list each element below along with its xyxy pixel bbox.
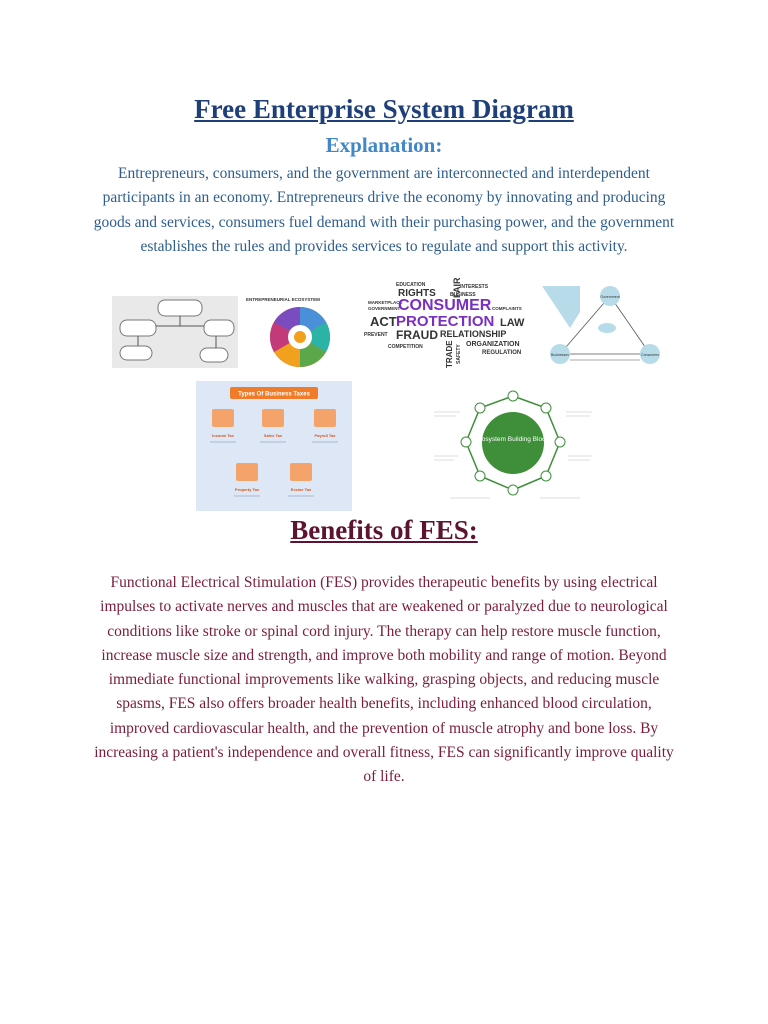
word-relationship: RELATIONSHIP — [440, 329, 506, 339]
business-taxes-image: Types Of Business Taxes Income Tax Sales… — [196, 381, 352, 511]
business-taxes-graphic: Types Of Business Taxes Income Tax Sales… — [210, 387, 338, 497]
ecosystem-building-blocks-graphic: Ecosystem Building Blocks — [434, 390, 592, 499]
word-cloud-image: EDUCATION INTERESTS RIGHTS BUSINESS MARK… — [360, 268, 532, 370]
tax-excise: Excise Tax — [291, 487, 312, 492]
tax-property: Property Tax — [235, 487, 260, 492]
tax-income: Income Tax — [212, 433, 234, 438]
word-act: ACT — [370, 314, 397, 329]
flowchart-graphic — [119, 299, 235, 363]
word-interests: INTERESTS — [460, 284, 489, 290]
word-business: BUSINESS — [450, 292, 476, 298]
word-consumer: CONSUMER — [398, 297, 492, 314]
benefits-heading: Benefits of FES: — [290, 515, 478, 545]
word-protection: PROTECTION — [396, 313, 494, 330]
triangle-label-consumers: Consumers — [641, 353, 659, 357]
triangle-label-government: Government — [600, 295, 619, 299]
ecosystem-wheel-image: ENTREPRENEURIAL ECOSYSTEM — [240, 292, 340, 370]
tax-payroll: Payroll Tax — [314, 433, 336, 438]
ecosystem-center-label: Ecosystem Building Blocks — [474, 436, 552, 443]
word-fair: FAIR — [452, 277, 462, 298]
tax-sales: Sales Tax — [264, 433, 283, 438]
taxes-title: Types Of Business Taxes — [238, 392, 310, 398]
ecosystem-caption: ENTREPRENEURIAL ECOSYSTEM — [246, 297, 320, 302]
ecosystem-wheel-graphic: ENTREPRENEURIAL ECOSYSTEM — [246, 297, 331, 367]
page-title: Free Enterprise System Diagram — [194, 94, 574, 124]
word-marketplace: MARKETPLACE — [368, 300, 403, 305]
explanation-paragraph: Entrepreneurs, consumers, and the govern… — [93, 165, 675, 255]
triangle-label-businesses: Businesses — [551, 353, 569, 357]
word-fraud: FRAUD — [396, 328, 438, 342]
word-trade: TRADE — [445, 340, 454, 368]
word-government: GOVERNMENT — [368, 306, 401, 311]
explanation-heading: Explanation: — [325, 133, 443, 157]
word-competition: COMPETITION — [388, 344, 423, 350]
benefits-paragraph: Functional Electrical Stimulation (FES) … — [94, 574, 674, 786]
word-regulation: REGULATION — [482, 350, 521, 356]
triangle-diagram-image: Government Businesses Consumers — [540, 284, 664, 368]
flowchart-image — [112, 296, 238, 368]
word-prevent: PREVENT — [364, 332, 388, 338]
word-cloud-graphic: EDUCATION INTERESTS RIGHTS BUSINESS MARK… — [364, 277, 525, 368]
word-complaints: COMPLAINTS — [492, 306, 522, 311]
word-rights: RIGHTS — [398, 288, 436, 299]
word-law: LAW — [500, 317, 525, 329]
ecosystem-building-blocks-image: Ecosystem Building Blocks — [430, 386, 596, 508]
triangle-diagram-graphic: Government Businesses Consumers — [542, 286, 660, 364]
word-education: EDUCATION — [396, 282, 426, 288]
word-safety: SAFETY — [456, 344, 462, 364]
word-organization: ORGANIZATION — [466, 341, 520, 348]
